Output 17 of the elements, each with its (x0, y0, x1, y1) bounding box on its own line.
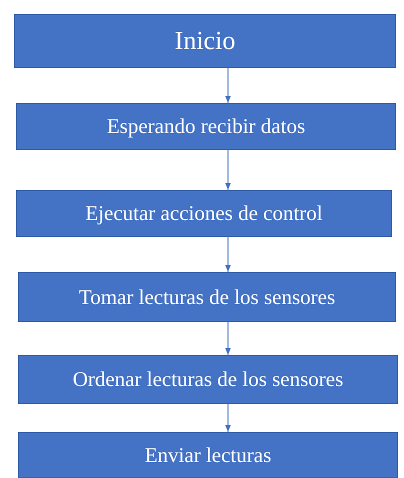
box-label: Tomar lecturas de los sensores (78, 284, 336, 310)
arrow (225, 404, 231, 432)
process-box (18, 432, 398, 478)
box-label: Ejecutar acciones de control (85, 201, 323, 226)
arrow (225, 322, 231, 356)
box-label: Enviar lecturas (144, 442, 272, 468)
process-box (16, 190, 392, 237)
process-box (18, 272, 396, 322)
process-box (16, 103, 396, 150)
process-box (18, 355, 398, 404)
box-label: Inicio (174, 26, 236, 56)
arrow (225, 236, 231, 272)
arrow (225, 68, 231, 104)
arrow (225, 150, 231, 190)
box-label: Esperando recibir datos (106, 114, 306, 139)
box-label: Ordenar lecturas de los sensores (72, 367, 344, 392)
process-box (14, 14, 396, 68)
